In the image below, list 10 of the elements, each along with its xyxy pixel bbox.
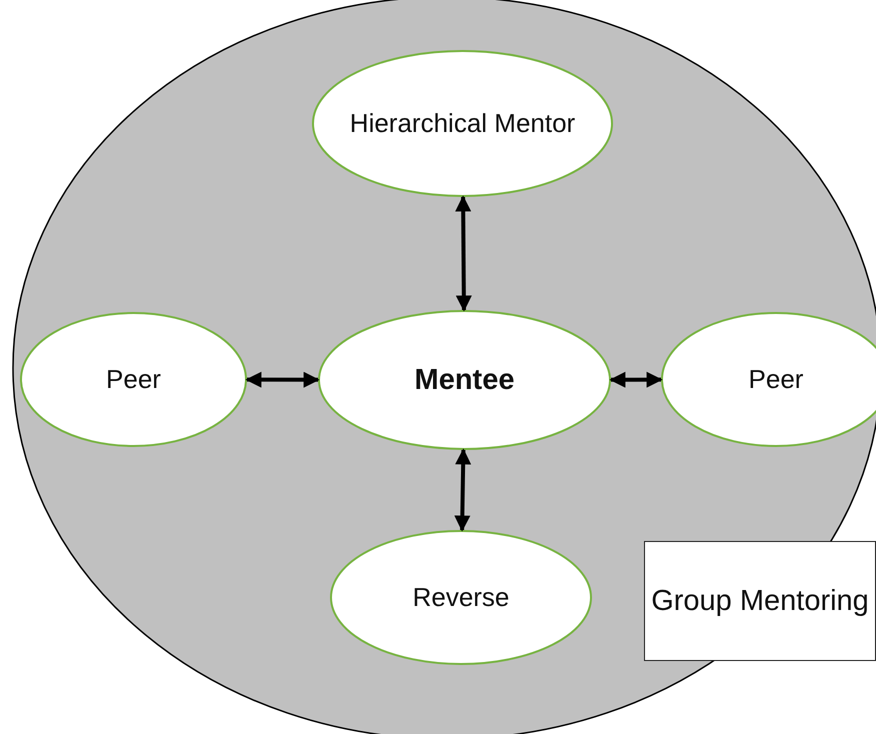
double-arrow — [245, 372, 320, 388]
double-arrow — [609, 372, 663, 388]
double-arrow — [454, 448, 472, 532]
role-label: Peer — [106, 362, 161, 396]
role-label: Mentee — [414, 362, 514, 398]
group-heading-label: Group Mentoring — [644, 541, 876, 661]
double-arrow — [455, 195, 472, 312]
role-label: Reverse — [412, 580, 510, 614]
role-label: Hierarchical Mentor — [350, 106, 576, 140]
role-label: Peer — [748, 362, 804, 396]
